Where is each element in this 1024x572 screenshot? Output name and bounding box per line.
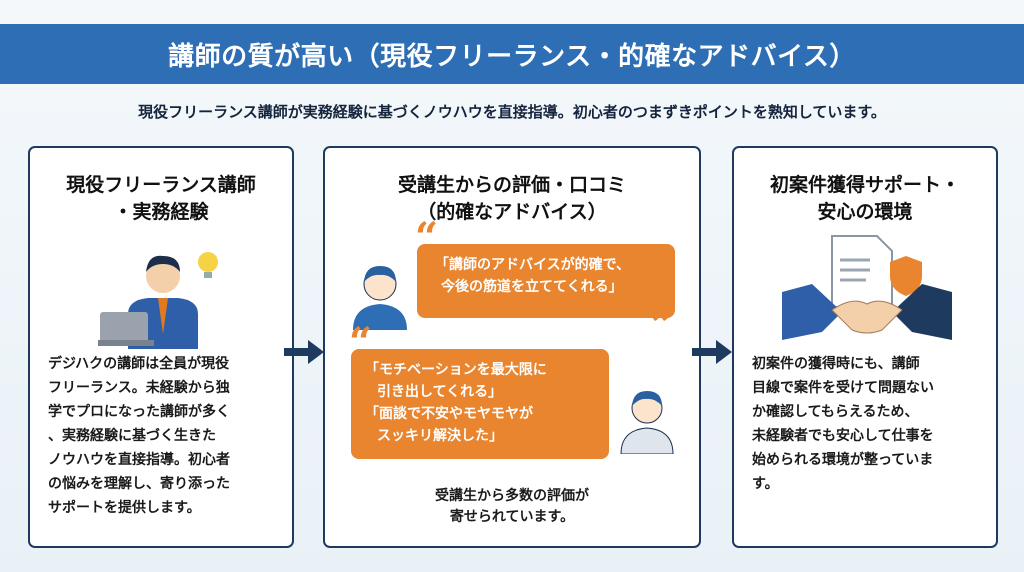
card-instructor: 現役フリーランス講師・実務経験 デジハクの講師は全員が現役フリーランス。未経験か… [28,146,294,548]
body-line: 始められる環境が整っていま [752,452,934,468]
body-line: す。 [752,476,779,492]
reviews-footer: 受講生から多数の評価が寄せられています。 [325,486,699,528]
close-quote-icon: ” [651,302,675,349]
card-title: 現役フリーランス講師・実務経験 [30,172,292,226]
quote-line: 今後の筋道を立ててくれる」 [441,279,623,295]
title-line: 安心の環境 [817,201,913,223]
quote-line: 「面談で不安やモヤモヤが [365,406,533,422]
title-line: （的確なアドバイス） [417,201,607,223]
card-reviews: 受講生からの評価・口コミ （的確なアドバイス） 「講師のアドバイスが的確で、今後の… [323,146,701,548]
review-bubble: 「講師のアドバイスが的確で、今後の筋道を立ててくれる」 [417,244,675,318]
body-line: 、実務経験に基づく生きた [48,428,216,444]
card-body: 初案件の獲得時にも、講師目線で案件を受けて問題ないか確認してもらえるため、未経験… [752,352,984,496]
card-body: デジハクの講師は全員が現役フリーランス。未経験から独学でプロになった講師が多く、… [48,352,280,520]
footer-line: 受講生から多数の評価が [435,488,589,504]
open-quote-icon: “ [415,214,439,261]
body-line: の悩みを理解し、寄り添った [48,476,230,492]
student-avatar-icon [353,266,407,330]
footer-line: 寄せられています。 [449,509,575,525]
quote-line: 引き出してくれる」 [377,384,503,400]
body-line: デジハクの講師は全員が現役 [48,356,230,372]
body-line: か確認してもらえるため、 [752,404,919,420]
page-title: 講師の質が高い（現役フリーランス・的確なアドバイス） [168,41,856,72]
arrow-right-icon [692,340,732,364]
instructor-illustration-icon [98,252,218,349]
title-line: 受講生からの評価・口コミ [397,174,626,196]
quote-line: 「モチベーションを最大限に [365,362,547,378]
review-bubble: 「モチベーションを最大限に引き出してくれる」「面談で不安やモヤモヤがスッキリ解決… [351,349,609,459]
body-line: 初案件の獲得時にも、講師 [752,356,920,372]
card-support: 初案件獲得サポート・安心の環境 初案件の獲得時にも、講師目線で案件を受けて問題な… [732,146,998,548]
body-line: 学でプロになった講師が多く [48,404,230,420]
body-line: フリーランス。未経験から独 [48,380,230,396]
quote-line: 「講師のアドバイスが的確で、 [435,257,631,273]
body-line: ノウハウを直接指導。初心者 [48,452,230,468]
open-quote-icon: “ [349,319,373,366]
title-line: ・実務経験 [113,201,209,223]
card-title: 初案件獲得サポート・安心の環境 [734,172,996,226]
subtitle: 現役フリーランス講師が実務経験に基づくノウハウを直接指導。初心者のつまずきポイン… [138,103,886,121]
arrow-right-icon [284,340,324,364]
close-quote-icon: ” [585,439,609,486]
header-band: 講師の質が高い（現役フリーランス・的確なアドバイス） [0,24,1024,84]
card-title: 受講生からの評価・口コミ （的確なアドバイス） [325,172,699,226]
body-line: サポートを提供します。 [48,500,201,516]
body-line: 目線で案件を受けて問題ない [752,380,934,396]
body-line: 未経験者でも安心して仕事を [752,428,934,444]
quote-line: スッキリ解決した」 [377,428,503,444]
title-line: 初案件獲得サポート・ [769,174,960,196]
student-avatar-icon [620,391,674,454]
handshake-contract-icon [782,235,952,340]
title-line: 現役フリーランス講師 [66,174,256,196]
